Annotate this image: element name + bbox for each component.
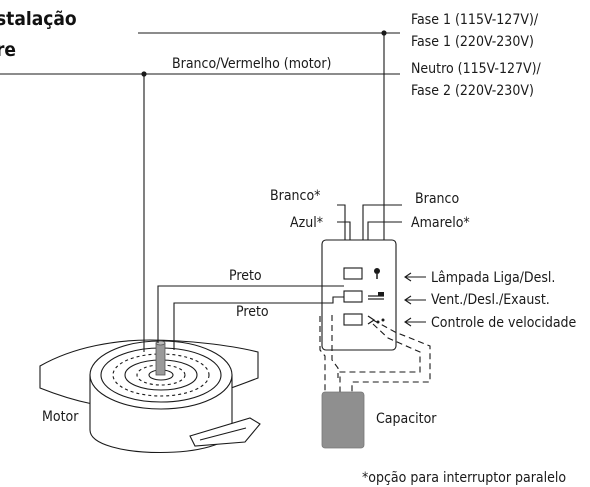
vent-arrowhead <box>404 295 412 305</box>
footnote: *opção para interruptor paralelo <box>362 470 566 486</box>
capacitor-dashed-wire-4 <box>351 319 431 392</box>
fase1-label-a: Fase 1 (115V-127V)/ <box>411 12 539 28</box>
preto-wire-1 <box>157 285 344 335</box>
vent-label: Vent./Desl./Exaust. <box>431 292 550 308</box>
neutro-label-a: Neutro (115V-127V)/ <box>411 61 542 77</box>
preto-label-2: Preto <box>236 304 269 320</box>
fan-switch <box>343 290 363 303</box>
controle-label: Controle de velocidade <box>431 315 577 331</box>
fase1-label-b: Fase 1 (220V-230V) <box>411 34 534 50</box>
amarelo-ast-label: Amarelo* <box>411 215 470 231</box>
lamp-switch <box>343 267 363 280</box>
lamp-icon <box>374 268 380 279</box>
diagram-title-line2: re <box>0 39 16 61</box>
capacitor-dashed-wire-1 <box>331 315 339 378</box>
motor-illustration <box>39 339 261 453</box>
branco-vermelho-label: Branco/Vermelho (motor) <box>172 56 331 72</box>
speed-switch <box>343 313 363 326</box>
fan-icon <box>368 292 384 300</box>
capacitor-label: Capacitor <box>376 411 437 427</box>
neutro-label-b: Fase 2 (220V-230V) <box>411 83 534 99</box>
lampada-label: Lâmpada Liga/Desl. <box>431 270 555 286</box>
branco-label: Branco <box>415 191 459 207</box>
lamp-arrowhead <box>404 272 412 282</box>
diagram-title-line1: stalação <box>0 8 77 30</box>
capacitor-dashed-wire-3 <box>339 323 421 392</box>
controle-arrowhead <box>404 317 412 327</box>
azul-ast-label: Azul* <box>290 215 323 231</box>
capacitor-body <box>321 391 365 449</box>
motor-label: Motor <box>42 409 79 425</box>
branco-ast-label: Branco* <box>270 188 320 204</box>
preto-wire-2 <box>173 296 344 335</box>
preto-label-1: Preto <box>229 268 262 284</box>
